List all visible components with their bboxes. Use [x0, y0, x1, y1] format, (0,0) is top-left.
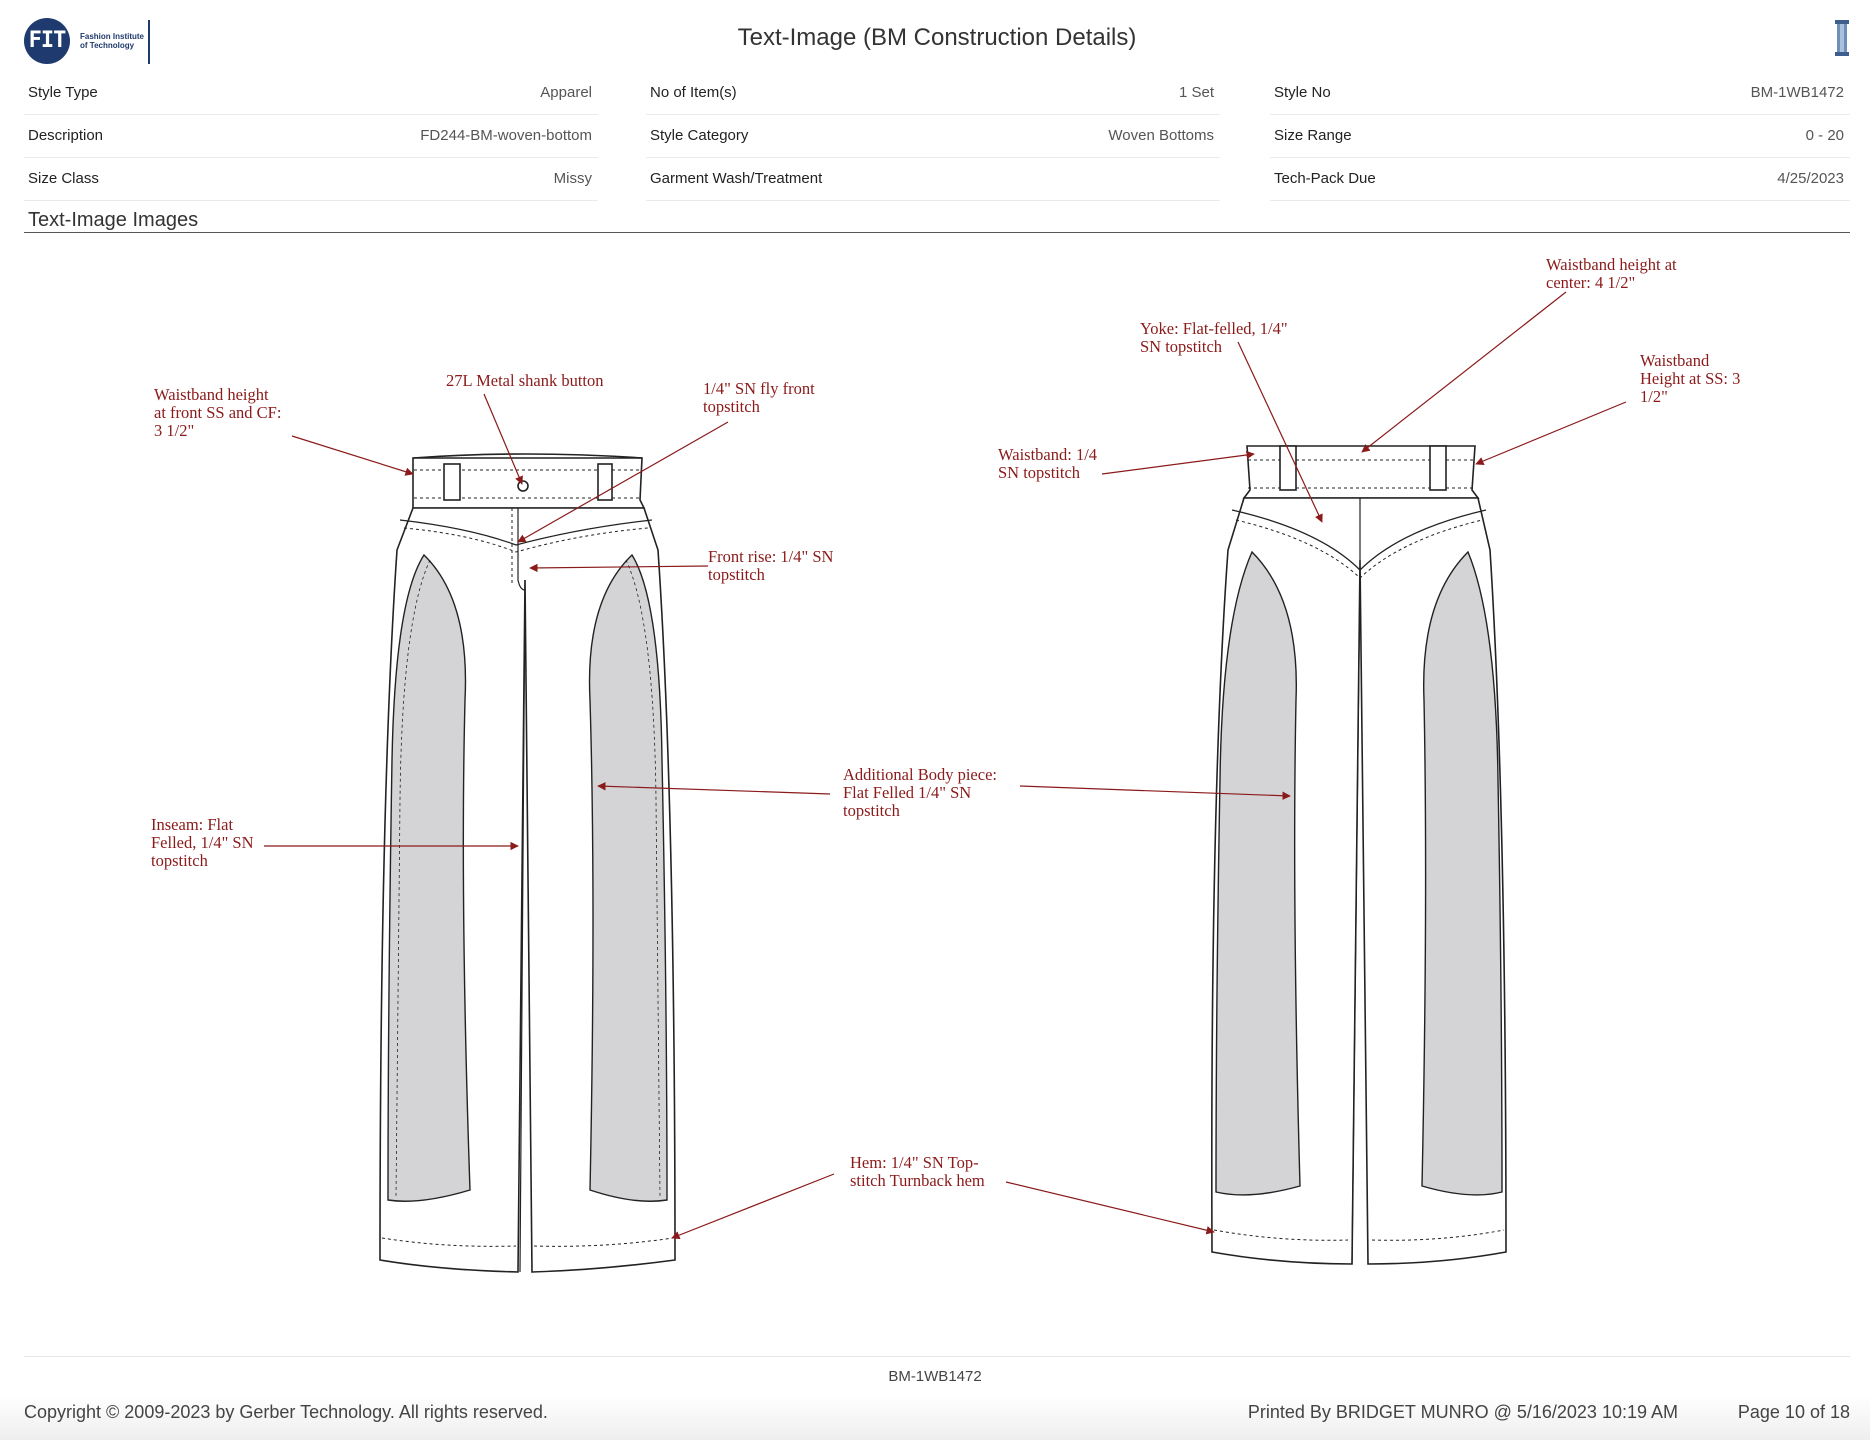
annotation-yoke: Yoke: Flat-felled, 1/4" SN topstitch: [1140, 319, 1288, 356]
annotation-inseam: Inseam: Flat Felled, 1/4" SN topstitch: [151, 815, 254, 870]
info-row-style-category: Style Category Woven Bottoms: [646, 115, 1220, 158]
info-row-garment-wash: Garment Wash/Treatment: [646, 158, 1220, 201]
logo-divider: [148, 20, 150, 64]
belt-loop: [443, 463, 461, 501]
info-row-size-class: Size Class Missy: [24, 158, 598, 201]
annotation-back-waistband-ss: Waistband Height at SS: 3 1/2": [1640, 351, 1741, 406]
footer-style-code: BM-1WB1472: [888, 1368, 982, 1385]
logo-mark: FIT: [24, 18, 70, 64]
belt-loop: [597, 463, 613, 501]
info-column-1: Style Type Apparel Description FD244-BM-…: [24, 72, 598, 201]
section-title: Text-Image Images: [28, 209, 199, 231]
construction-drawing: [264, 291, 1627, 1273]
front-left-panel: [387, 553, 471, 1202]
annotation-fly-front: 1/4" SN fly front topstitch: [703, 379, 815, 416]
info-row-tech-pack-due: Tech-Pack Due 4/25/2023: [1270, 158, 1850, 201]
annotation-front-rise: Front rise: 1/4" SN topstitch: [708, 547, 834, 584]
info-value: Apparel: [540, 84, 592, 101]
section-header: Text-Image Images: [24, 206, 1850, 233]
info-value: 4/25/2023: [1777, 170, 1844, 187]
back-right-panel: [1421, 550, 1503, 1196]
annotation-front-waistband-height: Waistband height at front SS and CF: 3 1…: [154, 385, 282, 440]
info-label: Style No: [1274, 84, 1331, 101]
front-view-pants: [379, 453, 676, 1273]
back-yoke: [1231, 509, 1487, 571]
annotation-shank-button: 27L Metal shank button: [446, 371, 604, 390]
info-column-3: Style No BM-1WB1472 Size Range 0 - 20 Te…: [1270, 72, 1850, 201]
info-row-size-range: Size Range 0 - 20: [1270, 115, 1850, 158]
printed-by-text: Printed By BRIDGET MUNRO @ 5/16/2023 10:…: [1247, 1402, 1678, 1422]
info-value: 1 Set: [1178, 84, 1214, 101]
info-value: 0 - 20: [1805, 127, 1844, 144]
annotation-additional-body: Additional Body piece: Flat Felled 1/4" …: [843, 765, 997, 820]
page-title: Text-Image (BM Construction Details): [737, 24, 1137, 51]
info-value: Missy: [553, 170, 592, 187]
info-row-style-type: Style Type Apparel: [24, 72, 598, 115]
page-number: Page 10 of 18: [1737, 1402, 1850, 1422]
info-label: Size Class: [28, 170, 99, 187]
footer-bar: [0, 1396, 1870, 1440]
back-view-pants: [1211, 445, 1507, 1265]
info-label: Description: [28, 127, 104, 144]
fit-logo: FIT Fashion Institute of Technology: [24, 18, 154, 66]
logo-text: Fashion Institute of Technology: [80, 32, 144, 50]
info-value: BM-1WB1472: [1750, 84, 1844, 101]
info-value: FD244-BM-woven-bottom: [420, 127, 592, 144]
annotation-back-waistband-center: Waistband height at center: 4 1/2": [1546, 255, 1677, 292]
info-row-description: Description FD244-BM-woven-bottom: [24, 115, 598, 158]
info-value: Woven Bottoms: [1108, 127, 1214, 144]
swatch-icon: [1835, 20, 1849, 56]
info-label: Tech-Pack Due: [1274, 170, 1376, 187]
shank-button: [517, 480, 529, 492]
info-label: Style Category: [650, 127, 749, 144]
annotation-leaders: [264, 291, 1627, 1240]
info-row-no-of-items: No of Item(s) 1 Set: [646, 72, 1220, 115]
front-right-panel: [588, 553, 668, 1202]
info-column-2: No of Item(s) 1 Set Style Category Woven…: [646, 72, 1220, 201]
page-header: FIT Fashion Institute of Technology Text…: [24, 14, 1850, 70]
copyright-text: Copyright © 2009-2023 by Gerber Technolo…: [24, 1402, 548, 1422]
back-left-panel: [1215, 550, 1301, 1196]
footer-divider: [24, 1356, 1850, 1357]
info-label: No of Item(s): [650, 84, 737, 101]
info-label: Style Type: [28, 84, 98, 101]
annotation-hem: Hem: 1/4" SN Top- stitch Turnback hem: [850, 1153, 985, 1190]
info-row-style-no: Style No BM-1WB1472: [1270, 72, 1850, 115]
info-label: Garment Wash/Treatment: [650, 170, 823, 187]
belt-loop: [1279, 445, 1297, 491]
info-label: Size Range: [1274, 127, 1352, 144]
belt-loop: [1429, 445, 1447, 491]
annotation-back-waistband-topstitch: Waistband: 1/4 SN topstitch: [998, 445, 1098, 482]
